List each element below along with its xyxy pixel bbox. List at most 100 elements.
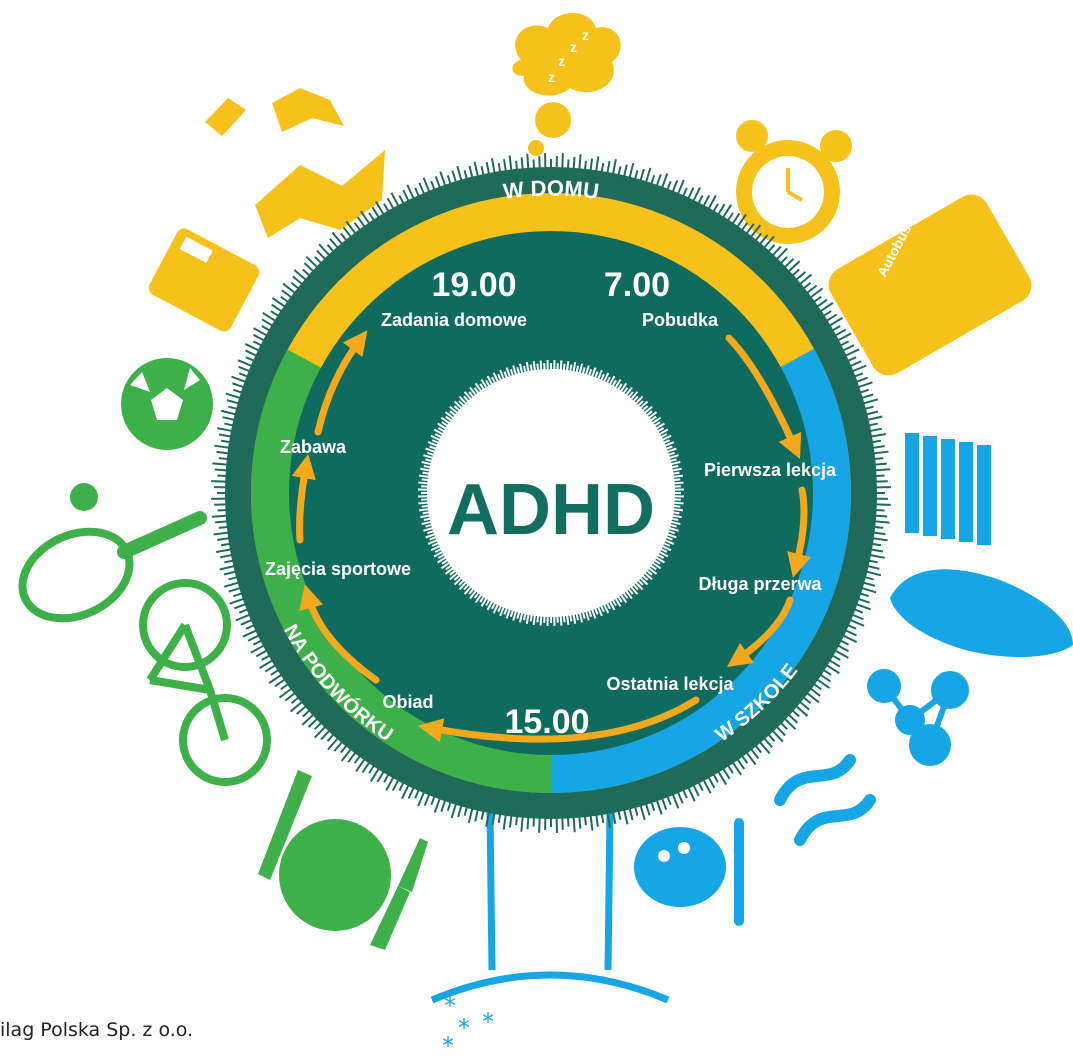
fuzz-spike — [786, 705, 800, 718]
center-fuzz-spike — [665, 460, 681, 467]
section-label-home: W DOMU — [502, 175, 601, 204]
fuzz-spike — [218, 457, 235, 461]
center-fuzz-spike — [539, 360, 543, 376]
fuzz-spike — [658, 791, 668, 811]
fuzz-spike — [856, 579, 876, 587]
center-fuzz-spike — [666, 467, 682, 473]
fuzz-spike — [375, 201, 389, 221]
fuzz-spike — [632, 799, 639, 816]
fuzz-spike — [853, 388, 869, 396]
fuzz-spike — [727, 756, 742, 776]
bicycle-icon — [139, 579, 271, 786]
fuzz-spike — [417, 785, 428, 807]
fuzz-spike — [214, 503, 234, 506]
center-fuzz-spike — [556, 610, 559, 623]
fuzz-spike — [849, 376, 869, 386]
activity-homework: Zadania domowe — [381, 310, 527, 330]
fuzz-spike — [526, 810, 530, 830]
center-fuzz-spike — [444, 411, 458, 422]
fuzz-spike — [854, 585, 877, 594]
fuzz-spike — [233, 388, 249, 396]
fuzz-spike — [862, 427, 882, 434]
fuzz-spike — [588, 808, 594, 831]
center-fuzz-spike — [652, 551, 665, 559]
fuzz-spike — [407, 780, 418, 799]
center-fuzz-spike — [556, 363, 559, 376]
arrow-break-to-last — [726, 596, 794, 668]
fuzz-spike — [817, 665, 832, 676]
center-fuzz-spike — [592, 602, 599, 615]
center-fuzz-spike — [598, 373, 605, 386]
fuzz-spike — [451, 170, 459, 190]
center-fuzz-spike — [622, 386, 633, 400]
fork-icon — [370, 838, 428, 950]
fuzz-spike — [653, 793, 663, 815]
center-fuzz-spike — [433, 428, 448, 438]
fuzz-spike — [316, 249, 331, 265]
fuzz-spike — [368, 759, 379, 774]
fuzz-spike — [238, 606, 255, 614]
fuzz-spike — [508, 808, 514, 828]
fuzz-spike — [473, 161, 481, 184]
center-fuzz-spike — [425, 458, 438, 464]
center-fuzz-spike — [665, 519, 681, 526]
fuzz-spike — [401, 778, 413, 800]
center-fuzz-spike — [421, 460, 437, 467]
fuzz-spike — [502, 807, 508, 830]
fuzz-spike — [271, 297, 292, 312]
center-fuzz-spike — [444, 564, 458, 575]
fuzz-spike — [229, 595, 251, 605]
activity-sports: Zajęcia sportowe — [265, 559, 411, 579]
center-fuzz-spike — [661, 447, 677, 455]
fuzz-spike — [838, 626, 857, 637]
fuzz-spike — [274, 674, 292, 688]
center-fuzz-spike — [509, 369, 516, 382]
fuzz-spike — [224, 558, 241, 564]
fuzz-spike — [212, 462, 235, 467]
fuzz-spike — [305, 256, 323, 273]
center-fuzz-spike — [559, 360, 563, 376]
fuzz-spike — [713, 203, 726, 221]
center-fuzz-spike — [565, 361, 570, 377]
center-fuzz-spike — [559, 610, 563, 626]
fuzz-spike — [732, 213, 747, 234]
fuzz-spike — [250, 641, 271, 654]
fuzz-spike — [820, 313, 838, 326]
fuzz-spike — [456, 165, 465, 188]
fuzz-spike — [402, 189, 413, 208]
center-fuzz-spike — [431, 439, 444, 446]
fuzz-spike — [314, 721, 331, 739]
center-fuzz-spike — [574, 608, 580, 621]
fuzz-spike — [790, 700, 809, 717]
fuzz-spike — [280, 679, 295, 691]
center-fuzz-spike — [429, 445, 442, 452]
center-fuzz-spike — [642, 566, 653, 576]
books-icon — [905, 433, 991, 545]
center-fuzz-spike — [649, 421, 661, 430]
fuzz-spike — [583, 160, 587, 177]
center-fuzz-spike — [658, 540, 671, 547]
fuzz-spike — [314, 256, 327, 269]
center-fuzz-spike — [668, 498, 681, 501]
center-fuzz-spike — [614, 591, 623, 603]
center-fuzz-spike — [469, 386, 480, 400]
center-fuzz-spike — [536, 363, 540, 376]
fuzz-spike — [235, 611, 257, 622]
fuzz-spike — [699, 773, 712, 794]
fuzz-spike — [561, 810, 564, 830]
center-fuzz-spike — [647, 559, 662, 570]
center-fuzz-spike — [427, 451, 440, 458]
fuzz-spike — [252, 340, 269, 350]
center-fuzz-spike — [423, 454, 439, 461]
fuzz-spike — [775, 717, 788, 730]
fuzz-spike — [851, 595, 870, 604]
fuzz-spike — [232, 382, 251, 391]
center-fuzz-spike — [422, 471, 435, 476]
center-fuzz-spike — [434, 545, 447, 553]
fuzz-spike — [782, 709, 799, 724]
center-fuzz-spike — [429, 534, 442, 541]
center-fuzz-spike — [652, 427, 665, 435]
fuzz-spike — [220, 552, 240, 559]
fuzz-spike — [674, 785, 684, 804]
center-fuzz-spike — [441, 556, 453, 565]
